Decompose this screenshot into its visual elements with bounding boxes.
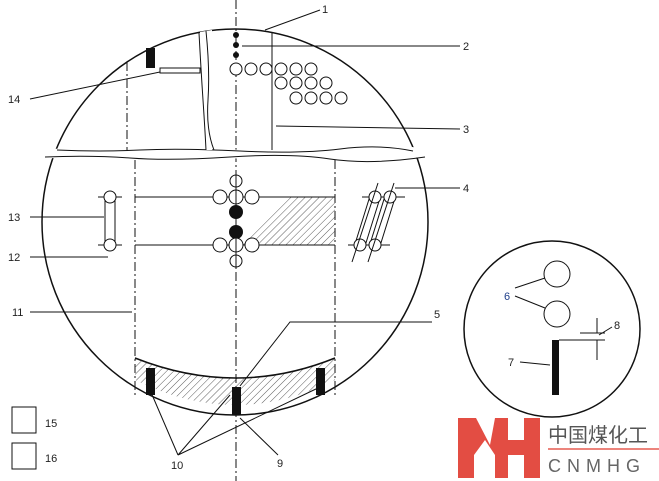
label-11: 11 xyxy=(12,307,23,319)
label-10: 10 xyxy=(171,460,183,472)
legend-box-15 xyxy=(11,406,37,434)
main-circle xyxy=(40,28,430,416)
leader-lines xyxy=(29,9,613,456)
label-3: 3 xyxy=(463,124,469,136)
label-6: 6 xyxy=(504,291,510,303)
label-12: 12 xyxy=(8,252,20,264)
marker-dots xyxy=(233,32,239,58)
left-rod xyxy=(98,190,122,252)
hatched-zone xyxy=(242,197,335,245)
label-16: 16 xyxy=(45,453,57,465)
detail-circle xyxy=(463,240,641,418)
right-slanted-rods xyxy=(348,182,405,263)
center-hole-cross xyxy=(212,174,260,268)
label-9: 9 xyxy=(277,458,283,470)
label-4: 4 xyxy=(463,183,469,195)
bottom-band xyxy=(134,357,336,415)
label-15: 15 xyxy=(45,418,57,430)
label-1: 1 xyxy=(322,4,328,16)
label-2: 2 xyxy=(463,41,469,53)
svg-text:中国煤化工: 中国煤化工 xyxy=(548,423,648,447)
label-14: 14 xyxy=(8,94,20,106)
tag-marker xyxy=(146,48,155,68)
label-7: 7 xyxy=(508,357,514,369)
label-5: 5 xyxy=(434,309,440,321)
cnmhg-logo: 中国煤化工 CNMHG xyxy=(458,418,659,478)
nameplate xyxy=(159,67,201,74)
svg-text:CNMHG: CNMHG xyxy=(548,456,646,476)
label-13: 13 xyxy=(8,212,20,224)
label-8: 8 xyxy=(614,320,620,332)
hole-array xyxy=(229,62,348,105)
legend-box-16 xyxy=(11,442,37,470)
